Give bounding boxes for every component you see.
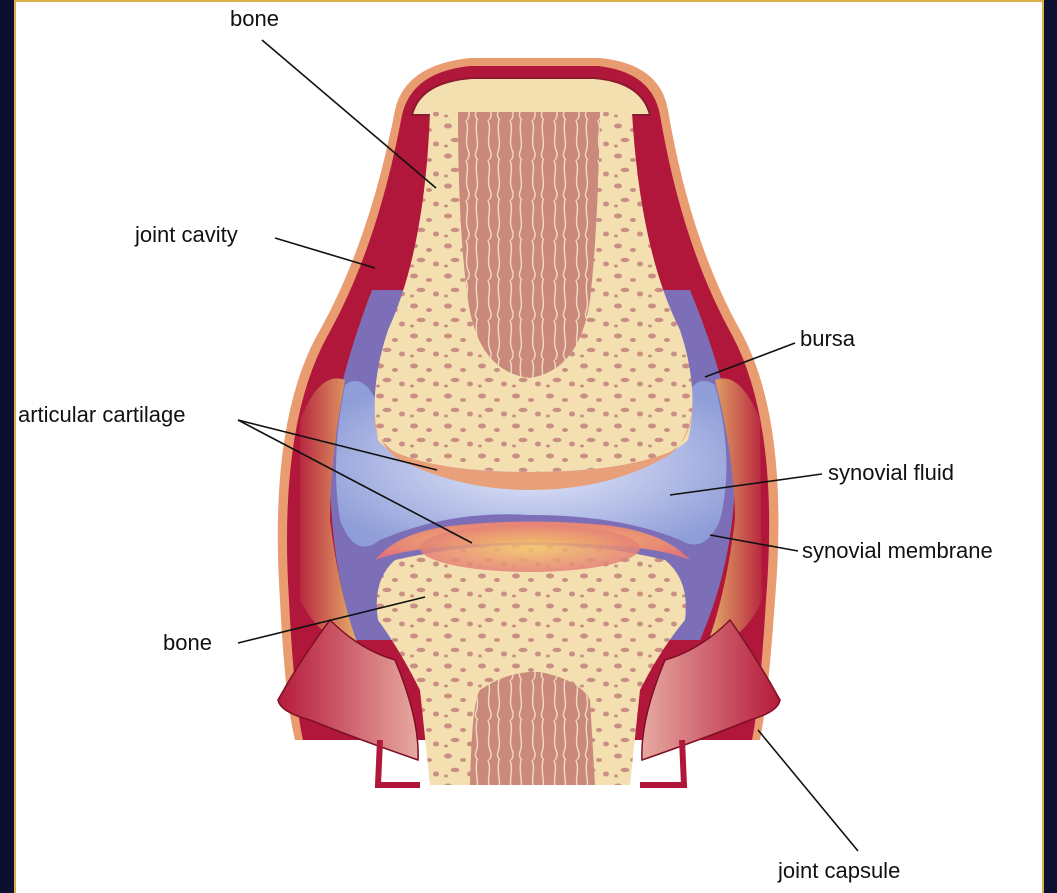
label-joint-capsule: joint capsule	[777, 858, 900, 883]
label-synovial-fluid: synovial fluid	[828, 460, 954, 485]
upper-bone-marrow	[458, 112, 600, 378]
lower-bone-marrow	[470, 672, 595, 785]
capsule-cap	[412, 78, 650, 115]
label-joint-cavity: joint cavity	[134, 222, 238, 247]
label-articular-cartilage: articular cartilage	[18, 402, 186, 427]
label-bursa: bursa	[800, 326, 856, 351]
leader-joint-capsule	[758, 730, 858, 851]
label-synovial-membrane: synovial membrane	[802, 538, 993, 563]
label-bone-top: bone	[230, 6, 279, 31]
label-bone-bottom: bone	[163, 630, 212, 655]
cartilage-glow	[420, 524, 640, 572]
